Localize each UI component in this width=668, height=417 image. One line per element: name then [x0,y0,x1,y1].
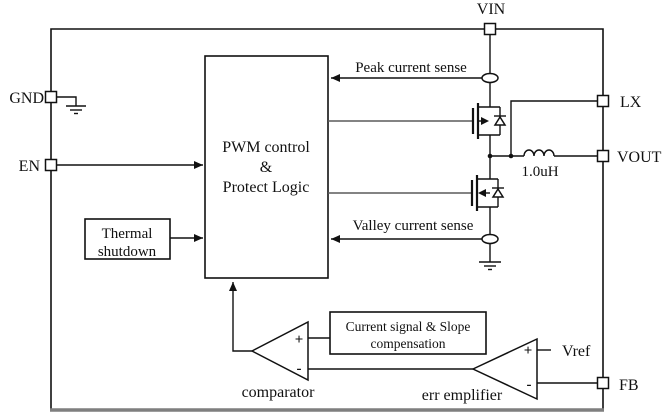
pwm-control-block [204,55,329,279]
peak-sense-node-icon [481,72,499,84]
valley-sense-node-icon [481,233,499,245]
comparator-label: comparator [242,384,316,401]
lowside-body-diode-icon [491,179,505,207]
error-amplifier-label: err emplifier [422,387,503,404]
vout-pin [596,149,610,163]
gnd-wire [57,96,77,106]
valley-sense-label: Valley current sense [353,218,474,234]
slope-comp-label-line2: compensation [371,336,446,351]
inductor-icon [523,149,555,157]
thermal-label-line1: Thermal [102,226,153,242]
lx-pin-label: LX [620,94,642,111]
highside-body-diode-icon [493,107,507,135]
thermal-shutdown-block [84,218,171,260]
comparator-minus-sign: - [297,361,302,377]
gnd-pin [44,90,58,104]
vref-label: Vref [562,343,591,360]
error-amplifier-icon [471,337,538,401]
fb-pin [596,376,610,390]
pwm-block-label-line1: PWM control [222,139,310,156]
lowside-mosfet-icon [470,175,498,211]
switch-node-junction [487,153,493,159]
comparator-plus-sign: + [295,332,304,348]
inductor-value-label: 1.0uH [521,164,558,180]
en-pin-label: EN [19,158,41,175]
comparator-icon [250,320,309,382]
peak-sense-label: Peak current sense [355,60,467,76]
error-amp-plus-sign: + [524,343,533,359]
vout-pin-label: VOUT [617,149,662,166]
ic-boundary [50,28,604,410]
slope-compensation-block [329,311,487,355]
lx-wire [510,100,598,156]
lx-pin [596,94,610,108]
fb-pin-label: FB [619,377,639,394]
highside-mosfet-icon [471,103,500,139]
error-amp-minus-sign: - [527,377,532,393]
thermal-label-line2: shutdown [98,244,157,260]
en-pin [44,158,58,172]
power-ground-symbol-icon [479,261,501,271]
vin-pin [483,22,497,36]
pwm-block-label-line3: Protect Logic [223,179,310,196]
comparator-output-wire [229,282,252,352]
slope-comp-label-line1: Current signal & Slope [346,319,471,334]
gnd-pin-label: GND [9,90,44,107]
vin-pin-label: VIN [477,1,506,18]
pwm-block-label-line2: & [260,159,273,176]
gnd-ground-symbol-icon [66,105,86,115]
lx-junction [508,153,514,159]
